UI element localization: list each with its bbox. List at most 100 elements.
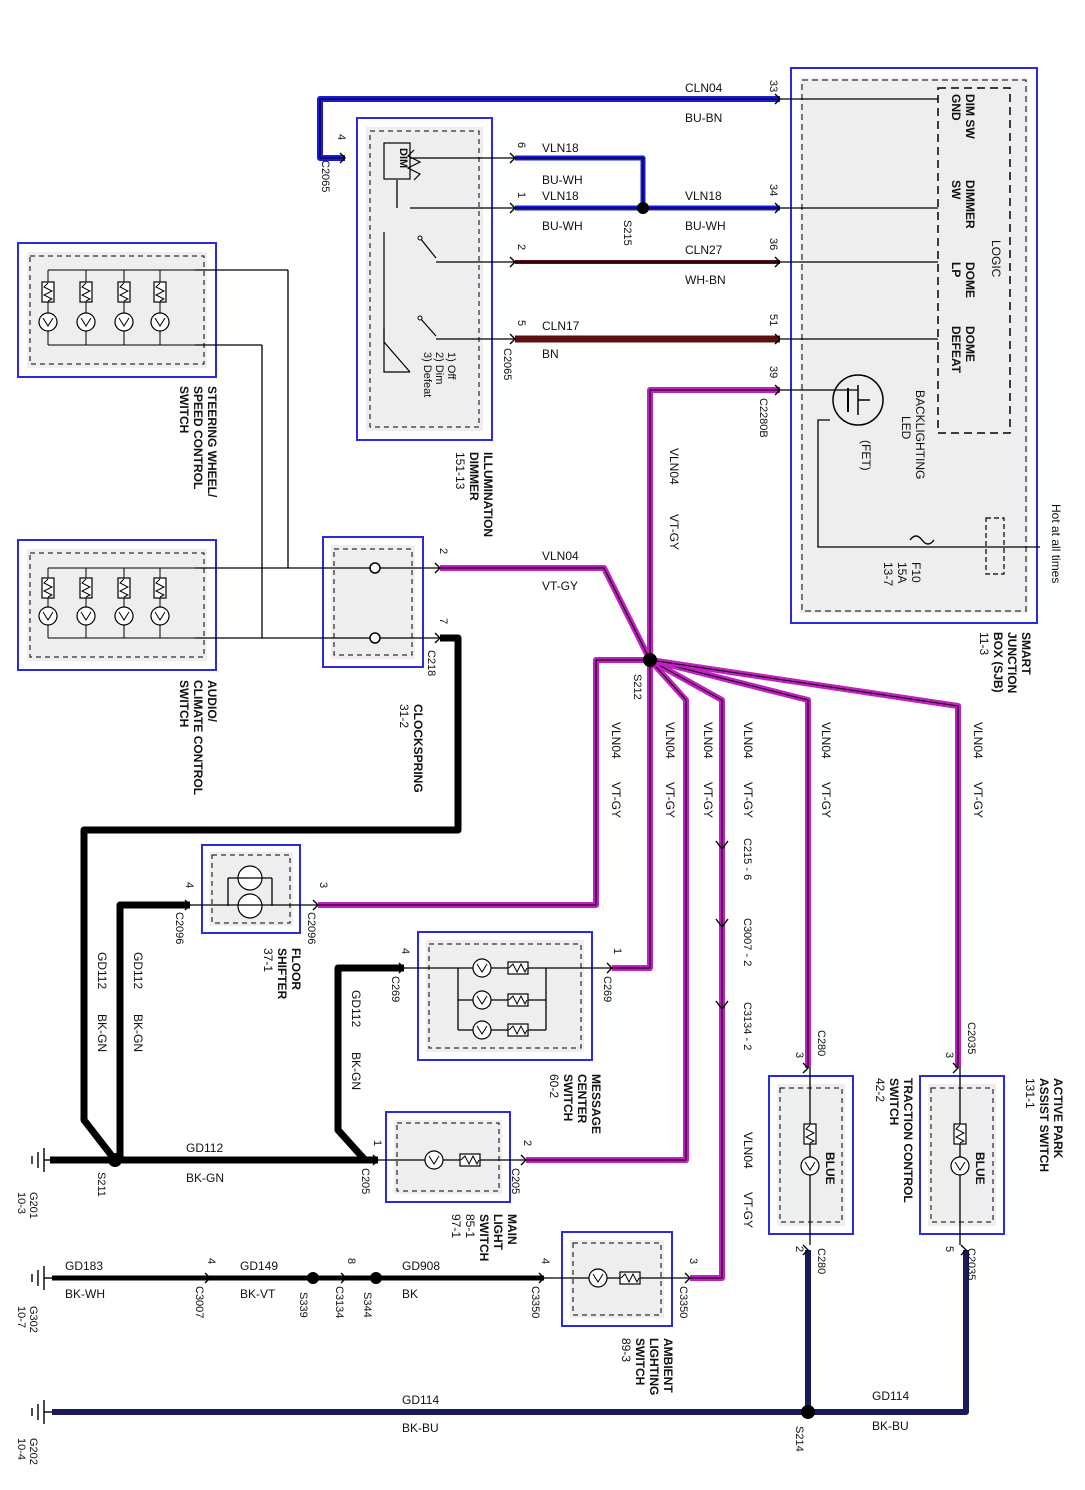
pin-msg-1: 1: [611, 948, 623, 954]
conn-c2096-right: C2096: [305, 912, 317, 944]
pin-33: 33: [767, 80, 779, 92]
wire-label-vln18-b: VLN18: [542, 189, 579, 203]
steering-led-icon-1-diode: [80, 317, 92, 327]
ground-g201-icon: [31, 1148, 52, 1172]
wire-label-vln04-cs: VLN04: [542, 549, 579, 563]
inline-connector-icon-2: [715, 1000, 729, 1011]
audio-resistor-icon-3-zigzag: [154, 578, 166, 598]
pin-amb-3: 3: [687, 1258, 699, 1264]
ambient-title-2: LIGHTING: [647, 1338, 661, 1395]
wire-label-bk: BK: [402, 1287, 418, 1301]
traction-led-icon: [800, 1156, 820, 1176]
wire-label-vt-gy-b4: VT-GY: [741, 782, 755, 818]
connector-arrow-icon-20: [802, 1062, 809, 1074]
ambient-title-3: SWITCH: [633, 1338, 647, 1385]
audio-led-icon-0-diode: [42, 611, 54, 621]
traction-resistor-icon-zigzag: [804, 1124, 816, 1144]
wire-label-bu-wh-c: BU-WH: [685, 219, 726, 233]
connector-arrow-icon-17: [520, 1154, 527, 1166]
wire-label-vln18-c: VLN18: [685, 189, 722, 203]
splice-s212-dot: [643, 653, 657, 667]
wire-label-vt-gy-main: VT-GY: [667, 514, 681, 550]
message-title-1: MESSAGE: [589, 1074, 603, 1134]
defeat-label: DEFEAT: [949, 326, 963, 374]
led-label: LED: [899, 416, 913, 440]
internal-wiring: [190, 98, 1040, 1279]
ground-g201-ref: 10-3: [15, 1192, 27, 1214]
floor-shifter-box: [201, 844, 301, 934]
steering-resistor-icon-3-zigzag: [154, 282, 166, 302]
clockspring-title: CLOCKSPRING: [411, 704, 425, 793]
backlight-label: BACKLIGHTING: [913, 390, 927, 479]
wire-label-gd908: GD908: [402, 1259, 440, 1273]
wire-vln04-main-stripe: [526, 659, 687, 1161]
connector-arrow-icon-6: [774, 202, 781, 214]
dimmer-opt1: 1) Off: [445, 352, 457, 380]
connector-arrow-icon-7: [774, 256, 781, 268]
conn-inline-c3134: C3134 - 2: [741, 1002, 753, 1050]
connector-arrow-icon-13: [312, 899, 319, 911]
sw-label: SW: [949, 180, 963, 200]
wire-label-bk-gn-v3: BK-GN: [349, 1052, 363, 1090]
dome-label: DOME: [963, 262, 977, 298]
wire-label-vln04-amb: VLN04: [741, 1132, 755, 1169]
pin-amb-4: 4: [539, 1258, 551, 1264]
conn-c2280b: C2280B: [757, 398, 769, 438]
main-light-switch-box: [385, 1111, 511, 1203]
conn-c269-right: C269: [601, 976, 613, 1002]
pin-c3007-4: 4: [205, 1258, 217, 1264]
splice-s215-dot: [637, 202, 649, 214]
wire-label-vt-gy-amb: VT-GY: [741, 1192, 755, 1228]
park-led-label: BLUE: [973, 1152, 987, 1185]
connector-arrow-icon-14: [398, 962, 405, 974]
park-title-1: ACTIVE PARK: [1051, 1078, 1065, 1159]
message-resistor-icon-0-zigzag: [508, 962, 528, 974]
conn-c2096-left: C2096: [173, 912, 185, 944]
fet-label: (FET): [859, 440, 873, 471]
ground-g302: G302: [27, 1306, 39, 1333]
wire-label-gd114-a: GD114: [402, 1393, 439, 1407]
steering-resistor-icon-1-zigzag: [80, 282, 92, 302]
wire-gd114: [52, 1250, 969, 1415]
conn-c3134: C3134: [333, 1286, 345, 1318]
wires-layer: [50, 96, 969, 1415]
wire-label-gd112-v3: GD112: [349, 990, 363, 1027]
wire-vln04-park: [649, 657, 961, 1068]
wire-label-wh-bn: WH-BN: [685, 273, 726, 287]
main-light-led-icon-diode: [428, 1155, 440, 1165]
wire-cln04-stripe: [319, 98, 780, 159]
wire-label-bk-gn-v2: BK-GN: [131, 1014, 145, 1052]
steering-wheel-switch-box: [17, 242, 217, 378]
wire-label-bk-bu-a: BK-BU: [402, 1421, 439, 1435]
connector-arrow-icon-4: [509, 333, 516, 345]
connector-arrow-icon-1: [509, 152, 516, 164]
wire-label-vt-gy-b1: VT-GY: [609, 782, 623, 818]
ambient-led-icon-diode: [592, 1273, 604, 1283]
message-title-3: SWITCH: [561, 1074, 575, 1121]
wire-label-bn: BN: [542, 347, 559, 361]
wire-vln04-floor: [318, 657, 650, 908]
dimmer-label: DIMMER: [963, 180, 977, 229]
sjb-hot-label: Hot at all times: [1049, 504, 1063, 583]
wire-label-gd149: GD149: [240, 1259, 278, 1273]
connector-arrow-icon-16: [372, 1154, 379, 1166]
wire-vln04-park-stripe: [649, 659, 959, 1068]
wire-vln04-msg-stripe: [612, 660, 651, 969]
floor-ref: 37-1: [261, 948, 275, 972]
connector-arrow-icon-11: [434, 632, 441, 644]
message-ref: 60-2: [547, 1074, 561, 1098]
main-light-title-3: SWITCH: [477, 1214, 491, 1261]
wire-label-bk-vt: BK-VT: [240, 1287, 276, 1301]
wire-gd112-msg: [334, 964, 404, 1163]
pin-dimmer-1: 1: [515, 192, 527, 198]
wire-label-vln04-b4: VLN04: [741, 722, 755, 759]
pin-cs-2: 2: [437, 548, 449, 554]
audio-resistor-icon-1-zigzag: [80, 578, 92, 598]
audio-led-icon-0: [38, 606, 58, 626]
audio-led-icon-2-diode: [118, 611, 130, 621]
message-led-icon-2: [472, 1020, 492, 1040]
connector-arrow-icon-22: [952, 1062, 959, 1074]
wire-vln04-trunk-stripe: [649, 389, 780, 660]
connector-arrow-icon-8: [774, 333, 781, 345]
wire-label-bk-gn-h: BK-GN: [186, 1171, 224, 1185]
